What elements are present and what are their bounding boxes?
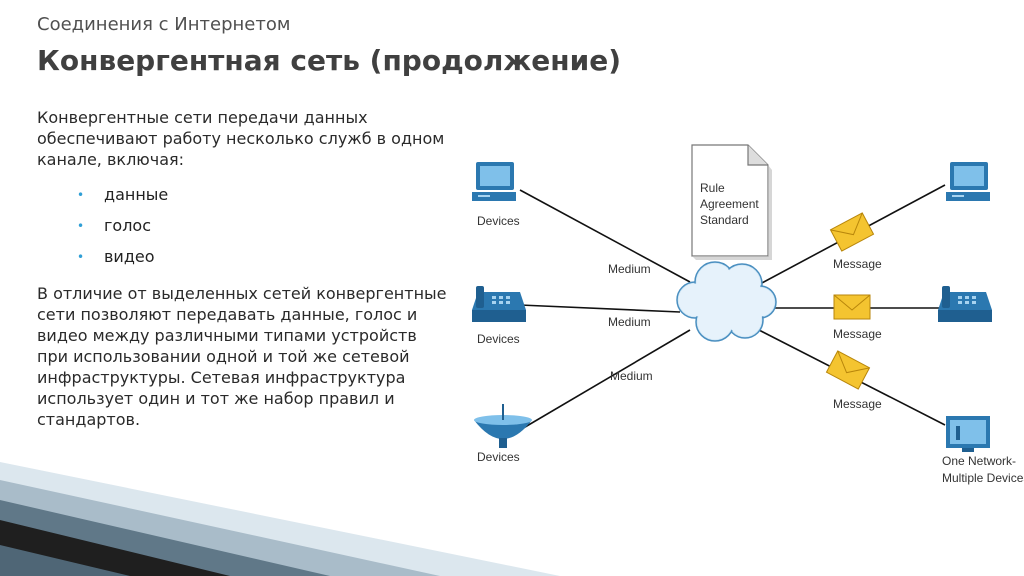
document-line: Agreement: [700, 197, 759, 211]
document-line: Standard: [700, 213, 749, 227]
message-label: Message: [833, 257, 882, 271]
tv-icon: [946, 416, 990, 452]
satellite-dish-icon: [474, 404, 532, 448]
envelope-icon: [830, 213, 873, 251]
pc-icon: [946, 162, 990, 201]
phone-icon: [938, 286, 992, 322]
phone-icon: [472, 286, 526, 322]
network-label-line: Multiple Devices: [942, 471, 1024, 485]
devices-label: Devices: [477, 332, 520, 346]
devices-label: Devices: [477, 450, 520, 464]
medium-label: Medium: [608, 262, 651, 276]
envelope-icon: [834, 295, 870, 319]
cloud-icon: [677, 262, 776, 341]
medium-label: Medium: [610, 369, 653, 383]
pc-icon: [472, 162, 516, 201]
network-label-line: One Network-: [942, 454, 1016, 468]
document-line: Rule: [700, 181, 725, 195]
medium-label: Medium: [608, 315, 651, 329]
message-label: Message: [833, 327, 882, 341]
decorative-stripes: [0, 462, 560, 576]
message-label: Message: [833, 397, 882, 411]
document-icon: Rule Agreement Standard: [692, 145, 772, 260]
devices-label: Devices: [477, 214, 520, 228]
